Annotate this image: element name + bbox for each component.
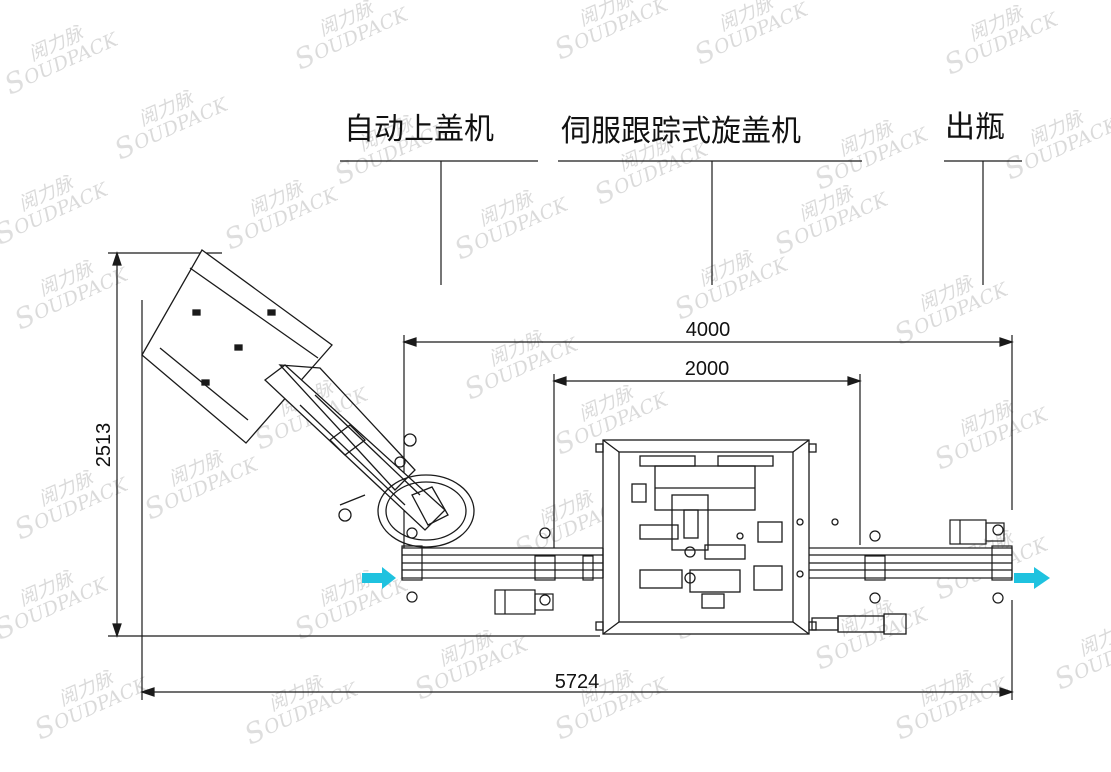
dimension-5724: 5724 xyxy=(555,671,600,693)
label-servo-capper: 伺服跟踪式旋盖机 xyxy=(561,114,801,149)
dimension-4000: 4000 xyxy=(686,319,731,341)
cap-elevator-chute xyxy=(263,364,475,548)
inlet-arrow-icon xyxy=(362,567,396,589)
dimension-2000: 2000 xyxy=(685,358,730,380)
label-leaders xyxy=(340,160,1022,285)
flow-arrows xyxy=(362,567,1050,589)
dimension-lines xyxy=(108,251,1014,700)
label-bottle-out: 出瓶 xyxy=(945,110,1005,145)
dimension-2513: 2513 xyxy=(93,423,115,468)
servo-capping-machine xyxy=(595,439,907,635)
outlet-arrow-icon xyxy=(1014,567,1050,589)
label-auto-cap-feeder: 自动上盖机 xyxy=(344,112,494,147)
